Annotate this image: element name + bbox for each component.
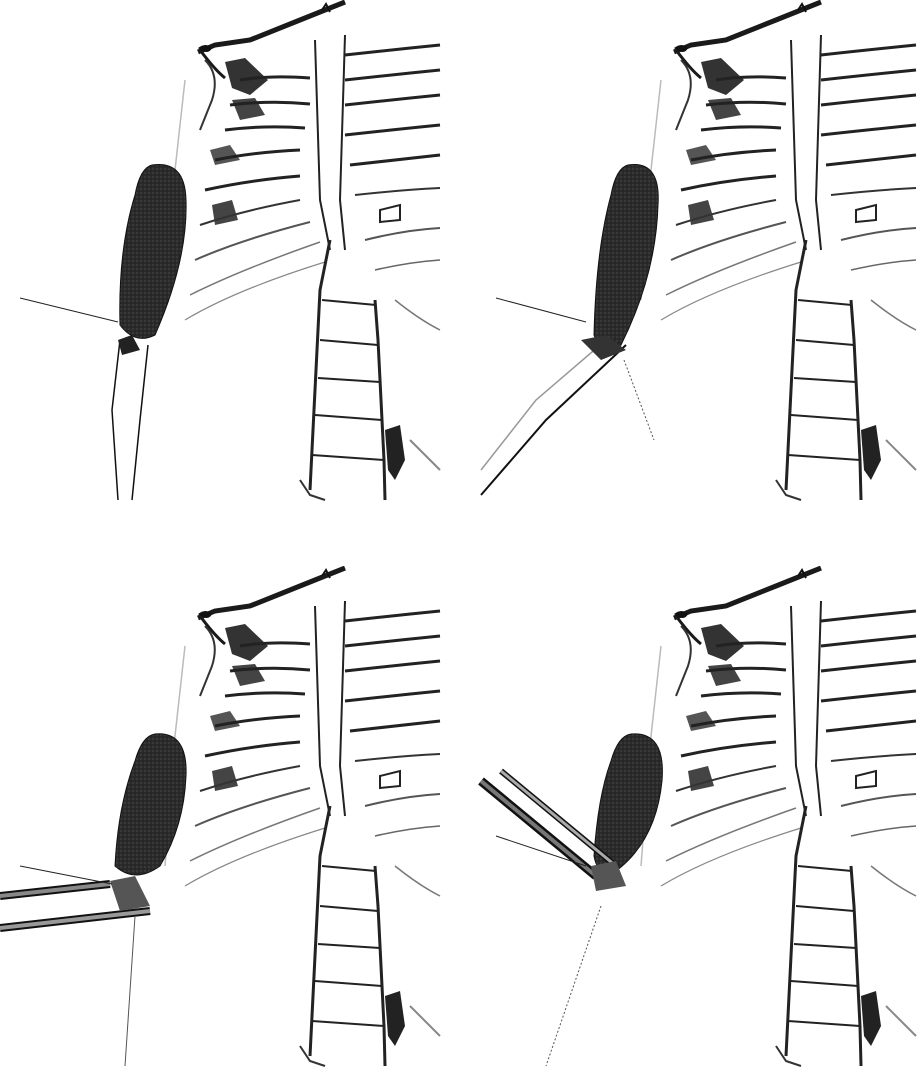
panel-flexed-forearm xyxy=(476,566,921,1071)
skeleton-illustration xyxy=(476,566,921,1071)
skeleton-illustration xyxy=(476,0,921,505)
panel-extended-arm xyxy=(0,0,445,505)
panel-horizontal-forearm xyxy=(0,566,445,1071)
biceps-muscle xyxy=(594,734,662,873)
skeleton-illustration xyxy=(0,566,445,1071)
biceps-muscle xyxy=(120,164,186,338)
skeleton-illustration xyxy=(0,0,445,505)
biceps-muscle xyxy=(115,734,186,875)
biceps-muscle xyxy=(594,165,658,349)
panel-slightly-flexed-arm xyxy=(476,0,921,505)
